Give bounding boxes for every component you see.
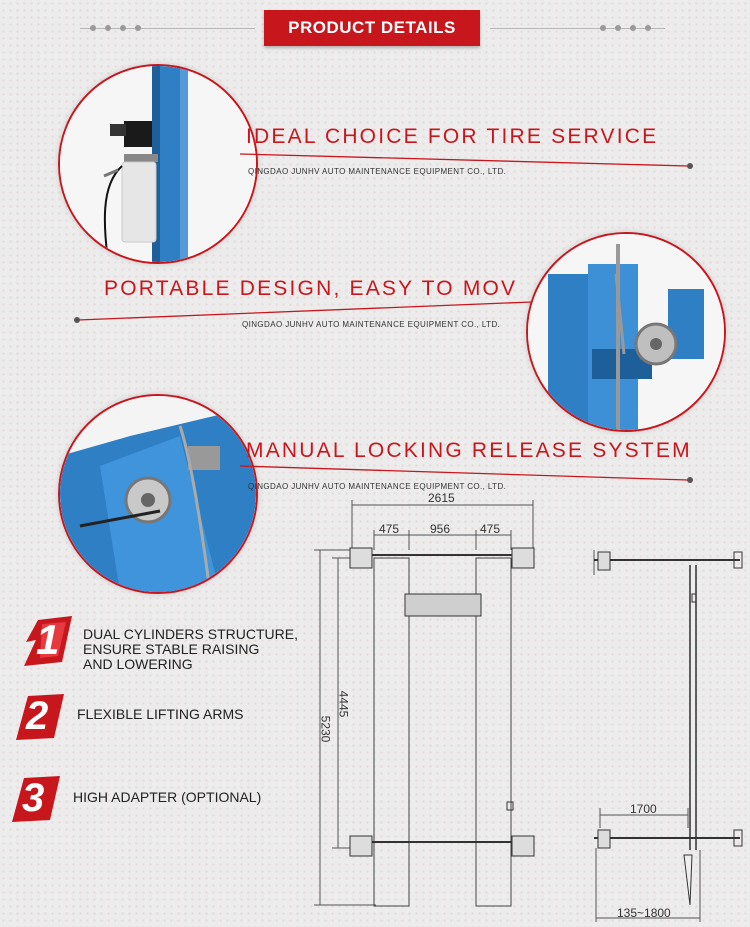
dimension-arm-left: 475 bbox=[379, 522, 400, 536]
dimension-side-length: 1700 bbox=[630, 802, 657, 816]
list-item-2-line-1: FLEXIBLE LIFTING ARMS bbox=[77, 706, 244, 722]
feature-1-company: QINGDAO JUNHV AUTO MAINTENANCE EQUIPMENT… bbox=[248, 167, 507, 176]
header-dot bbox=[645, 25, 651, 31]
pump-illustration bbox=[60, 66, 256, 262]
header-rule-left bbox=[80, 28, 255, 29]
list-item-1-line-3: AND LOWERING bbox=[83, 656, 193, 672]
dimension-arm-height: 4445 bbox=[336, 690, 351, 718]
header-rule-right bbox=[490, 28, 665, 29]
feature-photo-pump bbox=[58, 64, 258, 264]
feature-2-company: QINGDAO JUNHV AUTO MAINTENANCE EQUIPMENT… bbox=[242, 320, 501, 329]
dimension-overall-width: 2615 bbox=[428, 491, 455, 505]
header-dot bbox=[135, 25, 141, 31]
feature-1-title: IDEAL CHOICE FOR TIRE SERVICE bbox=[246, 125, 659, 148]
number-badge-3: 3 bbox=[12, 776, 62, 829]
header-dot bbox=[615, 25, 621, 31]
feature-2-pointer-line bbox=[74, 301, 533, 323]
feature-2-title: PORTABLE DESIGN, EASY TO MOV bbox=[104, 277, 518, 300]
page-title: PRODUCT DETAILS bbox=[264, 10, 480, 46]
list-item-3-line-1: HIGH ADAPTER (OPTIONAL) bbox=[73, 789, 262, 805]
header-dot bbox=[120, 25, 126, 31]
feature-1-pointer-line bbox=[240, 153, 693, 169]
feature-photo-lock-release bbox=[58, 394, 258, 594]
dimension-total-height: 5230 bbox=[318, 715, 333, 743]
header-dot bbox=[600, 25, 606, 31]
number-badge-1: 1 bbox=[22, 616, 76, 671]
number-1-label: 1 bbox=[36, 616, 60, 663]
number-3-label: 3 bbox=[22, 776, 45, 820]
number-badge-2: 2 bbox=[16, 694, 66, 747]
feature-photo-pulley bbox=[526, 232, 726, 432]
feature-3-title: MANUAL LOCKING RELEASE SYSTEM bbox=[246, 439, 692, 462]
header-dot bbox=[630, 25, 636, 31]
dimension-arm-right: 475 bbox=[480, 522, 501, 536]
number-2-label: 2 bbox=[26, 694, 49, 738]
dimension-side-range: 135~1800 bbox=[617, 906, 671, 920]
header-dot bbox=[105, 25, 111, 31]
pulley-illustration bbox=[528, 234, 724, 430]
header-dot bbox=[90, 25, 96, 31]
dimension-inner-width: 956 bbox=[430, 522, 451, 536]
list-item-1-line-1: DUAL CYLINDERS STRUCTURE, bbox=[83, 626, 298, 642]
list-item-1-line-2: ENSURE STABLE RAISING bbox=[83, 641, 260, 657]
feature-3-company: QINGDAO JUNHV AUTO MAINTENANCE EQUIPMENT… bbox=[248, 482, 507, 491]
feature-3-pointer-line bbox=[240, 465, 693, 483]
lock-release-illustration bbox=[60, 396, 256, 592]
